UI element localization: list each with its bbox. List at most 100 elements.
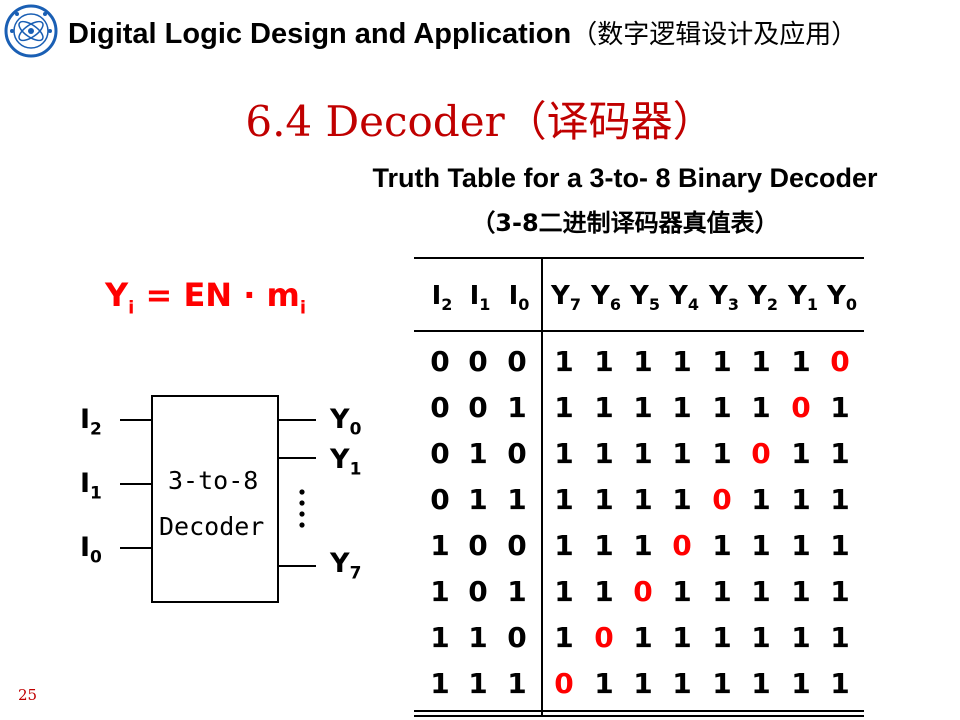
table-cell-output: 1 <box>751 667 771 700</box>
table-cell-output: 1 <box>791 345 811 378</box>
decoder-formula: Yi = EN · mi <box>105 276 306 318</box>
table-cell-output: 1 <box>751 391 771 424</box>
table-cell-output: 1 <box>633 667 653 700</box>
table-cell-output: 1 <box>633 437 653 470</box>
page-number: 25 <box>18 686 38 704</box>
truth-table-subtitle: （3-8二进制译码器真值表） <box>471 209 779 237</box>
table-cell-input: 1 <box>468 483 488 516</box>
output-header: Y5 <box>630 281 660 315</box>
table-cell-output: 1 <box>830 483 850 516</box>
table-cell-output: 1 <box>672 345 692 378</box>
table-cell-output: 1 <box>594 483 614 516</box>
table-cell-output: 1 <box>554 575 574 608</box>
table-cell-output: 1 <box>672 391 692 424</box>
table-cell-output: 1 <box>554 529 574 562</box>
table-cell-output: 0 <box>633 575 653 608</box>
table-cell-output: 1 <box>672 667 692 700</box>
course-title-en: Digital Logic Design and Application <box>68 18 572 50</box>
table-cell-input: 0 <box>468 391 488 424</box>
output-header: Y3 <box>709 281 739 315</box>
table-cell-input: 1 <box>468 667 488 700</box>
table-cell-input: 1 <box>430 575 450 608</box>
table-cell-input: 0 <box>430 391 450 424</box>
table-cell-output: 1 <box>672 621 692 654</box>
table-cell-input: 1 <box>507 391 527 424</box>
table-cell-output: 1 <box>554 345 574 378</box>
table-cell-output: 1 <box>712 345 732 378</box>
table-cell-output: 1 <box>633 621 653 654</box>
table-cell-input: 1 <box>430 621 450 654</box>
table-cell-output: 1 <box>712 529 732 562</box>
table-cell-output: 0 <box>751 437 771 470</box>
input-label-i2: I2 <box>80 404 102 440</box>
output-header: Y6 <box>591 281 621 315</box>
table-cell-output: 1 <box>633 345 653 378</box>
input-header: I2 <box>431 281 453 315</box>
output-header: Y2 <box>748 281 778 315</box>
table-cell-output: 1 <box>672 483 692 516</box>
output-header: Y0 <box>827 281 857 315</box>
table-cell-output: 1 <box>672 437 692 470</box>
ellipsis-dot <box>299 500 305 506</box>
table-cell-input: 1 <box>430 529 450 562</box>
table-cell-input: 1 <box>468 621 488 654</box>
table-cell-output: 1 <box>791 437 811 470</box>
decoder-box-label-1: 3-to-8 <box>168 466 259 495</box>
course-title-cn: （数字逻辑设计及应用） <box>571 20 858 50</box>
table-cell-output: 1 <box>830 437 850 470</box>
table-cell-output: 1 <box>830 621 850 654</box>
ellipsis-dot <box>299 522 305 528</box>
output-header: Y7 <box>551 281 581 315</box>
table-cell-output: 1 <box>712 575 732 608</box>
output-header: Y1 <box>788 281 818 315</box>
table-cell-output: 1 <box>830 575 850 608</box>
table-cell-input: 1 <box>468 437 488 470</box>
table-cell-input: 1 <box>507 667 527 700</box>
table-cell-output: 0 <box>791 391 811 424</box>
table-cell-output: 1 <box>791 621 811 654</box>
table-cell-output: 1 <box>633 391 653 424</box>
table-cell-output: 1 <box>791 667 811 700</box>
table-cell-output: 1 <box>751 575 771 608</box>
truth-table-rules <box>414 257 864 717</box>
formula-m-sub: i <box>299 297 307 319</box>
table-cell-output: 1 <box>594 667 614 700</box>
table-cell-input: 0 <box>507 345 527 378</box>
table-cell-output: 1 <box>633 483 653 516</box>
table-cell-output: 1 <box>712 667 732 700</box>
ellipsis-dot <box>299 489 305 495</box>
table-cell-output: 0 <box>830 345 850 378</box>
formula-y: Y <box>105 276 129 314</box>
output-header: Y4 <box>669 281 699 315</box>
table-cell-output: 1 <box>751 345 771 378</box>
table-cell-output: 1 <box>712 391 732 424</box>
table-cell-input: 1 <box>507 575 527 608</box>
decoder-box-label-2: Decoder <box>159 512 265 541</box>
table-cell-input: 0 <box>507 437 527 470</box>
table-cell-input: 0 <box>468 529 488 562</box>
table-cell-output: 1 <box>751 621 771 654</box>
decoder-diagram-lines <box>120 395 316 603</box>
table-cell-input: 0 <box>507 621 527 654</box>
table-cell-output: 1 <box>554 483 574 516</box>
table-cell-output: 0 <box>672 529 692 562</box>
table-cell-input: 0 <box>430 345 450 378</box>
table-cell-output: 1 <box>554 621 574 654</box>
table-cell-output: 0 <box>712 483 732 516</box>
table-cell-input: 0 <box>468 575 488 608</box>
table-cell-input: 0 <box>430 483 450 516</box>
table-cell-output: 1 <box>791 529 811 562</box>
table-cell-input: 0 <box>430 437 450 470</box>
table-cell-output: 0 <box>554 667 574 700</box>
table-cell-output: 1 <box>594 575 614 608</box>
table-cell-output: 1 <box>594 529 614 562</box>
output-label-y0: Y0 <box>330 404 362 440</box>
table-cell-input: 1 <box>507 483 527 516</box>
table-cell-output: 1 <box>554 437 574 470</box>
decoder-box <box>151 395 279 603</box>
table-cell-output: 1 <box>633 529 653 562</box>
formula-y-sub: i <box>128 297 135 319</box>
table-cell-output: 1 <box>594 345 614 378</box>
table-cell-output: 1 <box>672 575 692 608</box>
